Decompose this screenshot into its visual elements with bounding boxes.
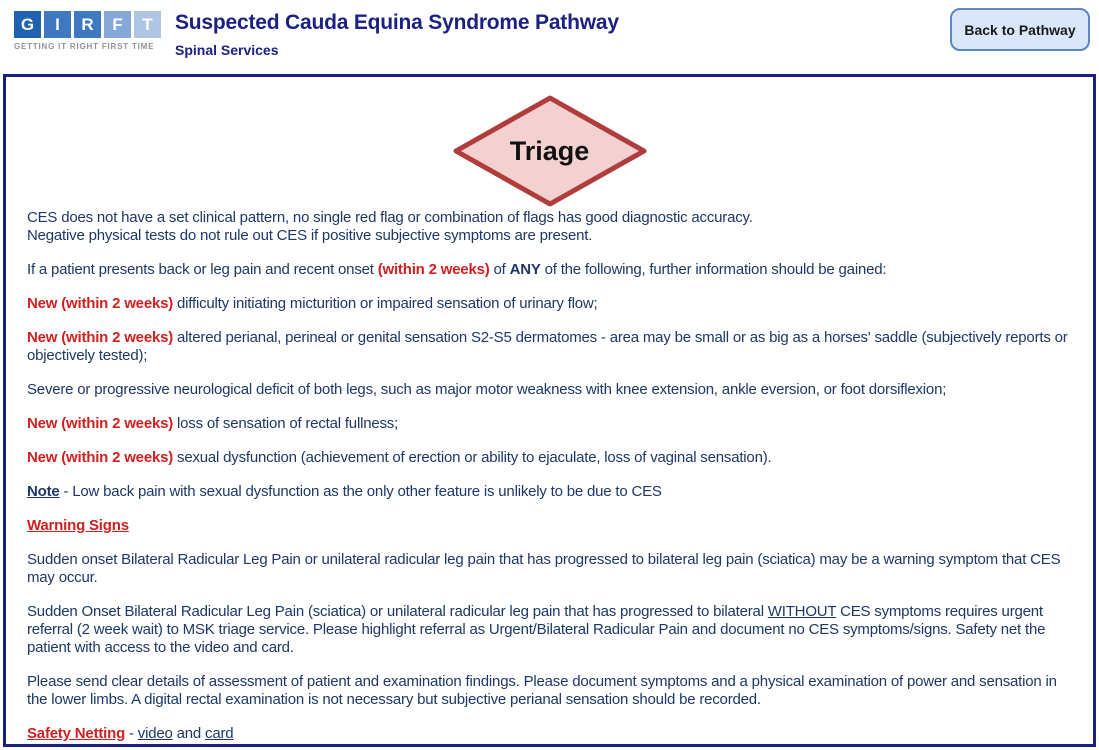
logo-letter: R [74, 11, 101, 38]
text-segment: New (within 2 weeks) [27, 449, 174, 466]
video-link[interactable]: video [137, 725, 173, 742]
pathway-content-box: Triage CES does not have a set clinical … [3, 74, 1096, 747]
text-segment: Sudden onset Bilateral Radicular Leg Pai… [27, 551, 1061, 586]
page-subtitle: Spinal Services [175, 42, 279, 58]
paragraph: Safety Netting - video and card [27, 725, 1075, 743]
text-segment: sexual dysfunction (achievement of erect… [173, 449, 772, 466]
paragraph: Note - Low back pain with sexual dysfunc… [27, 483, 1075, 501]
text-segment: Safety Netting [27, 725, 126, 742]
paragraph: New (within 2 weeks) difficulty initiati… [27, 295, 1075, 313]
text-segment: of [489, 261, 510, 278]
text-segment: difficulty initiating micturition or imp… [173, 295, 598, 312]
text-segment: Note [27, 483, 60, 500]
text-segment: New (within 2 weeks) [27, 295, 174, 312]
girft-logo-tagline: GETTING IT RIGHT FIRST TIME [14, 42, 155, 51]
text-segment: Please send clear details of assessment … [27, 673, 1057, 708]
paragraph: Please send clear details of assessment … [27, 673, 1075, 709]
logo-letter: I [44, 11, 71, 38]
paragraph: CES does not have a set clinical pattern… [27, 209, 1075, 245]
paragraph: If a patient presents back or leg pain a… [27, 261, 1075, 279]
text-segment: Negative physical tests do not rule out … [27, 227, 593, 244]
paragraph: Severe or progressive neurological defic… [27, 381, 1075, 399]
text-segment: New (within 2 weeks) [27, 415, 174, 432]
card-link[interactable]: card [205, 725, 234, 742]
paragraph: New (within 2 weeks) loss of sensation o… [27, 415, 1075, 433]
triage-diamond-shape [453, 95, 646, 207]
logo-letter: G [14, 11, 41, 38]
logo-letter: T [134, 11, 161, 38]
text-segment: of the following, further information sh… [540, 261, 887, 278]
paragraph: New (within 2 weeks) sexual dysfunction … [27, 449, 1075, 467]
title-block: Suspected Cauda Equina Syndrome Pathway … [175, 11, 619, 58]
text-segment: loss of sensation of rectal fullness; [173, 415, 399, 432]
paragraph: Warning Signs [27, 517, 1075, 535]
back-to-pathway-button[interactable]: Back to Pathway [950, 8, 1090, 51]
text-segment: (within 2 weeks) [377, 261, 490, 278]
text-segment: If a patient presents back or leg pain a… [27, 261, 378, 278]
text-segment: Warning Signs [27, 517, 129, 534]
text-segment: Sudden Onset Bilateral Radicular Leg Pai… [27, 603, 768, 620]
text-segment: CES does not have a set clinical pattern… [27, 209, 753, 226]
text-segment: New (within 2 weeks) [27, 329, 174, 346]
paragraph: Sudden Onset Bilateral Radicular Leg Pai… [27, 603, 1075, 657]
triage-node: Triage [450, 92, 650, 210]
text-segment: - Low back pain with sexual dysfunction … [59, 483, 662, 500]
text-segment: WITHOUT [767, 603, 837, 620]
pathway-text: CES does not have a set clinical pattern… [27, 209, 1075, 750]
text-segment: CES symptoms requires urgent referral (2… [27, 603, 1046, 656]
text-segment: altered perianal, perineal or genital se… [27, 329, 1068, 364]
logo-letter: F [104, 11, 131, 38]
diamond-polygon [453, 95, 646, 207]
paragraph: Sudden onset Bilateral Radicular Leg Pai… [27, 551, 1075, 587]
text-segment: ANY [509, 261, 541, 278]
text-segment: - [125, 725, 138, 742]
text-segment: and [172, 725, 206, 742]
paragraph: New (within 2 weeks) altered perianal, p… [27, 329, 1075, 365]
triage-label: Triage [509, 135, 590, 166]
page-title: Suspected Cauda Equina Syndrome Pathway [175, 11, 619, 34]
text-segment: Severe or progressive neurological defic… [27, 381, 947, 398]
